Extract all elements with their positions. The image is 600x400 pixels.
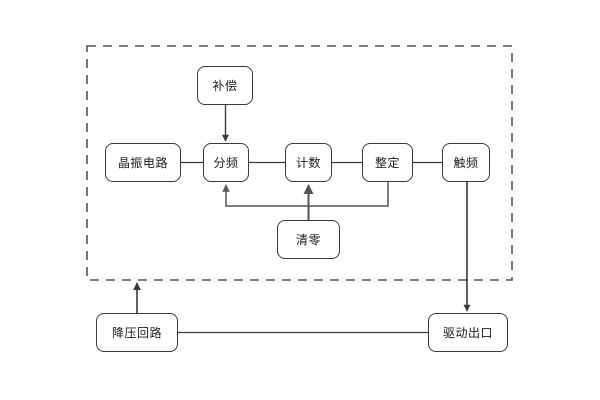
node-jishu[interactable]: 计数 bbox=[285, 143, 332, 182]
node-qingling-label: 清零 bbox=[295, 232, 321, 247]
node-jiangya-huilu-label: 降压回路 bbox=[111, 325, 162, 340]
node-chupin-label: 触频 bbox=[453, 155, 479, 170]
node-chupin[interactable]: 触频 bbox=[442, 143, 490, 182]
node-jingzhen-dianlu[interactable]: 晶振电路 bbox=[105, 143, 181, 182]
node-qingling[interactable]: 清零 bbox=[277, 220, 340, 259]
node-zhengding-label: 整定 bbox=[374, 155, 400, 170]
node-buchang[interactable]: 补偿 bbox=[197, 66, 253, 105]
node-fenpin[interactable]: 分频 bbox=[203, 143, 249, 182]
edge-zhengding-feedback-fenpin bbox=[222, 182, 389, 207]
node-jishu-label: 计数 bbox=[295, 155, 321, 170]
node-qudong-chukou[interactable]: 驱动出口 bbox=[428, 313, 508, 352]
node-buchang-label: 补偿 bbox=[212, 78, 238, 93]
node-jingzhen-dianlu-label: 晶振电路 bbox=[117, 155, 168, 170]
node-qudong-chukou-label: 驱动出口 bbox=[442, 325, 493, 340]
node-zhengding[interactable]: 整定 bbox=[362, 143, 413, 182]
node-jiangya-huilu[interactable]: 降压回路 bbox=[96, 313, 178, 352]
node-fenpin-label: 分频 bbox=[213, 155, 239, 170]
